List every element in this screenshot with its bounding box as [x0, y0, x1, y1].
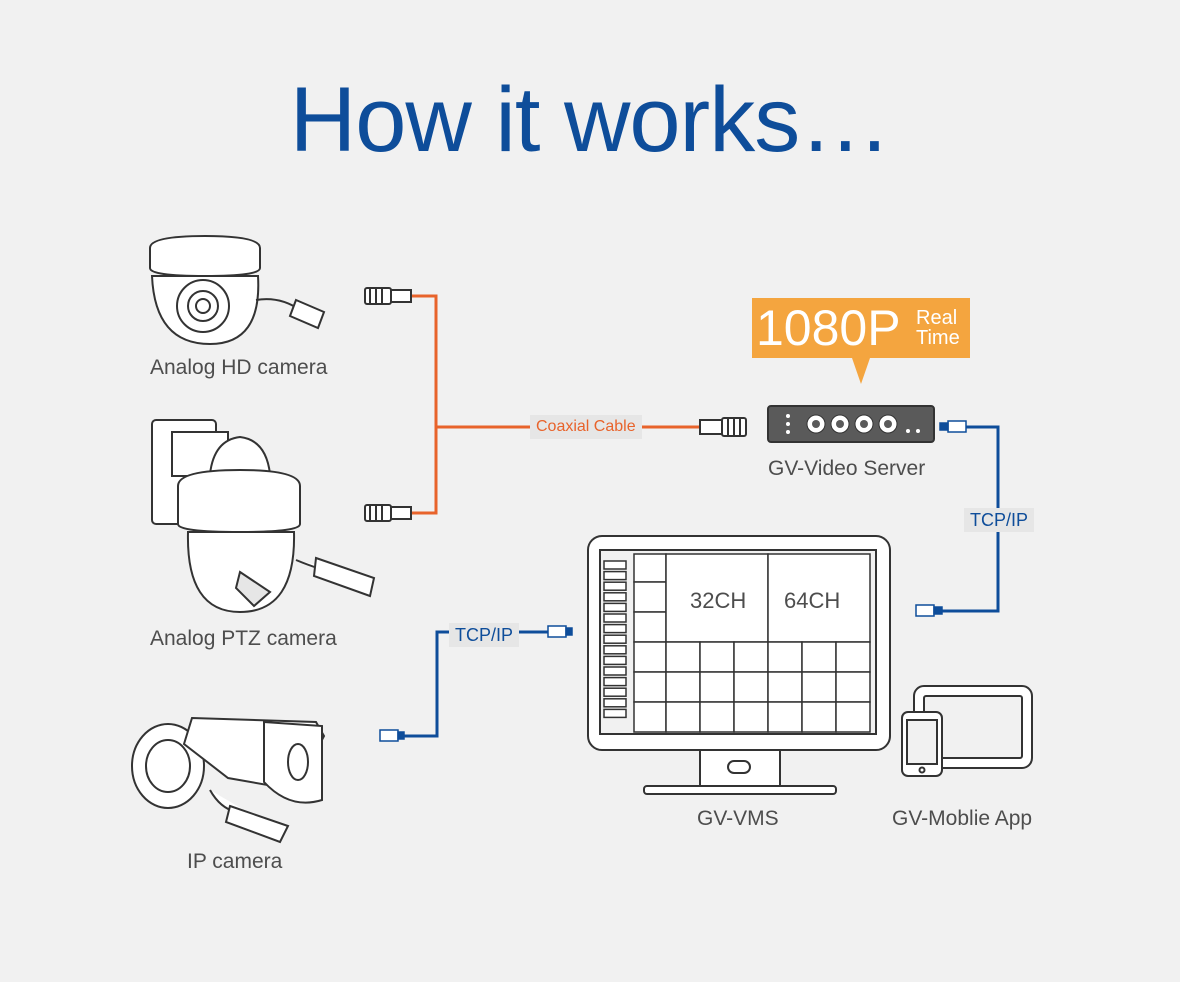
vms-grid-cell: [603, 581, 627, 591]
vms-grid-cell: [603, 602, 627, 613]
analog-hd-camera-label: Analog HD camera: [150, 356, 328, 379]
vms-grid-cell: [835, 701, 871, 733]
vms-grid-cell: [835, 671, 871, 703]
analog-hd-camera-icon: [149, 234, 326, 346]
vms-label: GV-VMS: [697, 807, 779, 830]
vms-grid-cell: [633, 671, 667, 703]
phone-icon: [901, 711, 943, 777]
rj45-connector-icon: [939, 420, 967, 433]
vms-grid-cell: [603, 666, 627, 676]
vms-grid-cell: [801, 641, 837, 673]
analog-ptz-camera-label: Analog PTZ camera: [150, 627, 337, 650]
badge-pointer: [852, 358, 870, 384]
bnc-connector-icon: [699, 417, 747, 437]
vms-channel-grid: [603, 553, 871, 733]
vms-grid-cell: [733, 671, 769, 703]
vms-grid-cell: [633, 581, 667, 613]
tcp-ip-label-server: TCP/IP: [964, 508, 1035, 532]
vms-grid-cell: [603, 560, 627, 570]
vms-grid-cell: [767, 671, 803, 703]
vms-32ch-label: 32CH: [690, 588, 747, 613]
bnc-connector-icon: [364, 287, 412, 305]
bnc-connector-icon: [364, 504, 412, 522]
vms-64ch-label: 64CH: [784, 588, 841, 613]
coaxial-cable-label: Coaxial Cable: [530, 415, 642, 439]
rj45-connector-icon: [547, 625, 573, 638]
vms-grid-cell: [633, 641, 667, 673]
vms-grid-cell: [699, 671, 735, 703]
vms-grid-cell: [603, 708, 627, 719]
vms-grid-cell: [633, 553, 667, 583]
vms-grid-cell: [603, 623, 627, 634]
vms-grid-cell: [603, 634, 627, 644]
vms-grid-cell: [633, 701, 667, 733]
page-title: How it works…: [289, 69, 891, 171]
vms-grid-cell: [603, 698, 627, 708]
vms-grid-cell: [767, 701, 803, 733]
tcp-ip-label-ip-camera: TCP/IP: [449, 623, 520, 647]
vms-grid-cell: [699, 641, 735, 673]
vms-grid-cell: [603, 613, 627, 623]
vms-grid-cell: [603, 655, 627, 666]
vms-grid-cell: [603, 592, 627, 602]
vms-grid-cell: [801, 701, 837, 733]
vms-grid-cell: [665, 701, 701, 733]
rj45-connector-icon: [379, 729, 405, 742]
vms-grid-cell: [603, 645, 627, 655]
video-server-label: GV-Video Server: [768, 457, 926, 480]
vms-grid-cell: [835, 641, 871, 673]
video-server-icon: [767, 405, 935, 443]
ip-camera-icon: [131, 716, 326, 844]
analog-ptz-camera-icon: [151, 419, 376, 614]
vms-grid-cell: [699, 701, 735, 733]
mobile-app-label: GV-Moblie App: [892, 807, 1033, 830]
vms-grid-cell: [603, 570, 627, 581]
vms-grid-cell: [633, 611, 667, 643]
vms-grid-cell: [733, 641, 769, 673]
badge-resolution: 1080P: [756, 300, 901, 356]
vms-grid-cell: [733, 701, 769, 733]
vms-grid-cell: [603, 676, 627, 687]
vms-grid-cell: [665, 671, 701, 703]
vms-grid-cell: [665, 641, 701, 673]
ip-camera-label: IP camera: [187, 850, 283, 873]
rj45-connector-icon: [915, 604, 943, 617]
vms-grid-cell: [801, 671, 837, 703]
vms-grid-cell: [767, 641, 803, 673]
coaxial-cable-lines: [410, 294, 700, 515]
vms-grid-cell: [603, 687, 627, 697]
